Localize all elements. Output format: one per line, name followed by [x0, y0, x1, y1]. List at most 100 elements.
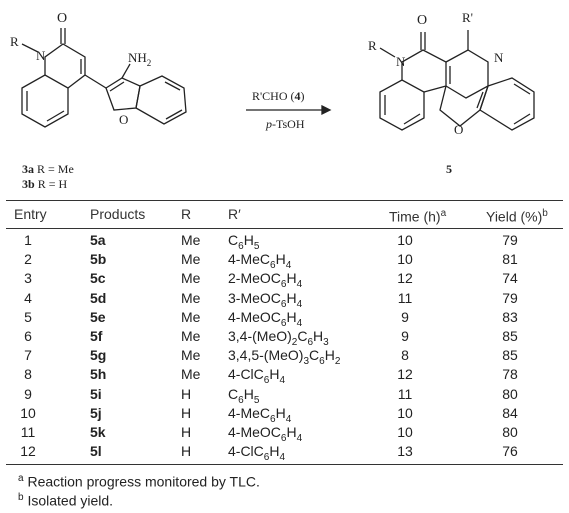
atom-n-start: N	[36, 48, 46, 63]
rprime-cell: 4-MeOC6H4	[228, 308, 303, 329]
product-cell: 5a	[90, 232, 106, 248]
entry-cell: 11	[20, 424, 36, 440]
yield-cell: 74	[502, 270, 518, 287]
benzofuran-benzo-ring	[135, 75, 187, 125]
table-row: 5 5e Me 4-MeOC6H4 9 83	[6, 308, 563, 329]
r-cell: H	[181, 443, 192, 460]
entry-cell: 10	[20, 404, 36, 421]
atom-n-product: N	[396, 54, 406, 69]
entry-cell: 12	[20, 443, 36, 460]
time-cell: 12	[397, 270, 413, 287]
yield-cell: 85	[502, 328, 518, 344]
footnote-b-text: Isolated yield.	[27, 492, 114, 509]
r-cell: Me	[181, 232, 201, 248]
header-yield-mark: b	[542, 208, 548, 219]
start-label-b: 3b R = H	[22, 177, 67, 191]
table-row: 11 5k H 4-MeOC6H4 10 80	[6, 423, 563, 444]
product-label: 5	[446, 162, 452, 176]
r-cell: Me	[181, 347, 201, 364]
time-cell: 12	[397, 366, 413, 383]
rprime-cell: 4-ClC6H4	[228, 443, 286, 463]
product-cell: 5b	[90, 251, 107, 268]
product-cell: 5l	[90, 443, 102, 460]
reaction-scheme: O N R NH2 O R'CHO (4) p-TsOH O N R R' N …	[10, 10, 535, 191]
r-cell: H	[181, 385, 192, 402]
entry-cell: 6	[24, 328, 32, 344]
product-cell: 5i	[90, 385, 102, 402]
start-label-a: 3a R = Me	[22, 162, 74, 176]
entry-cell: 9	[24, 385, 32, 402]
header-products: Products	[90, 206, 146, 222]
time-cell: 9	[401, 328, 409, 344]
pyridone-ring	[44, 43, 86, 89]
header-yield: Yield (%)b	[486, 200, 548, 228]
yield-cell: 83	[502, 308, 518, 325]
product-cell: 5c	[90, 270, 106, 287]
r-cell: Me	[181, 328, 201, 344]
quinolinone-benzo-ring	[21, 74, 69, 128]
rprime-cell: 3-MeOC6H4	[228, 289, 303, 310]
atom-o-product: O	[417, 13, 427, 28]
time-cell: 13	[397, 443, 413, 460]
product-cell: 5h	[90, 366, 107, 383]
r-cell: Me	[181, 270, 201, 287]
r-cell: Me	[181, 289, 201, 306]
entry-cell: 4	[24, 289, 32, 306]
header-rprime: R′	[228, 206, 241, 222]
atom-o-furan-start: O	[119, 112, 128, 127]
product-cell: 5k	[90, 424, 106, 440]
table-header-rule	[6, 228, 563, 229]
time-cell: 10	[397, 404, 413, 421]
header-time-label: Time (h)	[389, 208, 441, 225]
time-cell: 10	[397, 424, 413, 440]
yield-cell: 80	[502, 385, 518, 402]
time-cell: 11	[397, 289, 413, 306]
reagent-top: R'CHO (4)	[252, 89, 305, 103]
atom-nh2: NH2	[128, 50, 151, 68]
table-row: 3 5c Me 2-MeOC6H4 12 74	[6, 269, 563, 290]
product-cell: 5f	[90, 328, 103, 344]
time-cell: 9	[401, 308, 409, 325]
rprime-cell: 2-MeOC6H4	[228, 270, 303, 291]
time-cell: 10	[397, 251, 413, 268]
table-top-rule	[6, 200, 563, 201]
atom-rp-product: R'	[462, 10, 473, 25]
rprime-cell: 4-ClC6H4	[228, 366, 286, 387]
rprime-cell: 3,4-(MeO)2C6H3	[228, 328, 329, 348]
yield-cell: 80	[502, 424, 518, 440]
yield-cell: 79	[502, 289, 518, 306]
time-cell: 8	[401, 347, 409, 364]
product-cell: 5e	[90, 308, 106, 325]
rprime-cell: 4-MeOC6H4	[228, 424, 303, 444]
header-entry: Entry	[14, 206, 47, 222]
atom-o-furan-product: O	[454, 122, 463, 137]
rprime-cell: C6H5	[228, 232, 260, 252]
table-row: 6 5f Me 3,4-(MeO)2C6H3 9 85	[6, 327, 563, 348]
yield-cell: 85	[502, 347, 518, 364]
atom-n-pyridine: N	[494, 50, 504, 65]
entry-cell: 3	[24, 270, 32, 287]
atom-o-start: O	[57, 11, 67, 26]
yield-cell: 84	[502, 404, 518, 421]
header-yield-label: Yield (%)	[486, 208, 543, 225]
r-cell: Me	[181, 251, 201, 268]
footnote-a-mark: a	[18, 473, 24, 484]
r-cell: H	[181, 424, 192, 440]
header-time: Time (h)a	[389, 200, 446, 228]
reagent-bottom: p-TsOH	[265, 117, 305, 131]
product-cell: 5j	[90, 404, 102, 421]
yield-cell: 81	[502, 251, 518, 268]
r-cell: Me	[181, 308, 201, 325]
product-benzo-ring	[379, 79, 425, 131]
yield-cell: 79	[502, 232, 518, 248]
rprime-cell: 4-MeC6H4	[228, 251, 292, 271]
header-r: R	[181, 206, 192, 222]
entry-cell: 5	[24, 308, 32, 325]
r-cell: H	[181, 404, 192, 421]
